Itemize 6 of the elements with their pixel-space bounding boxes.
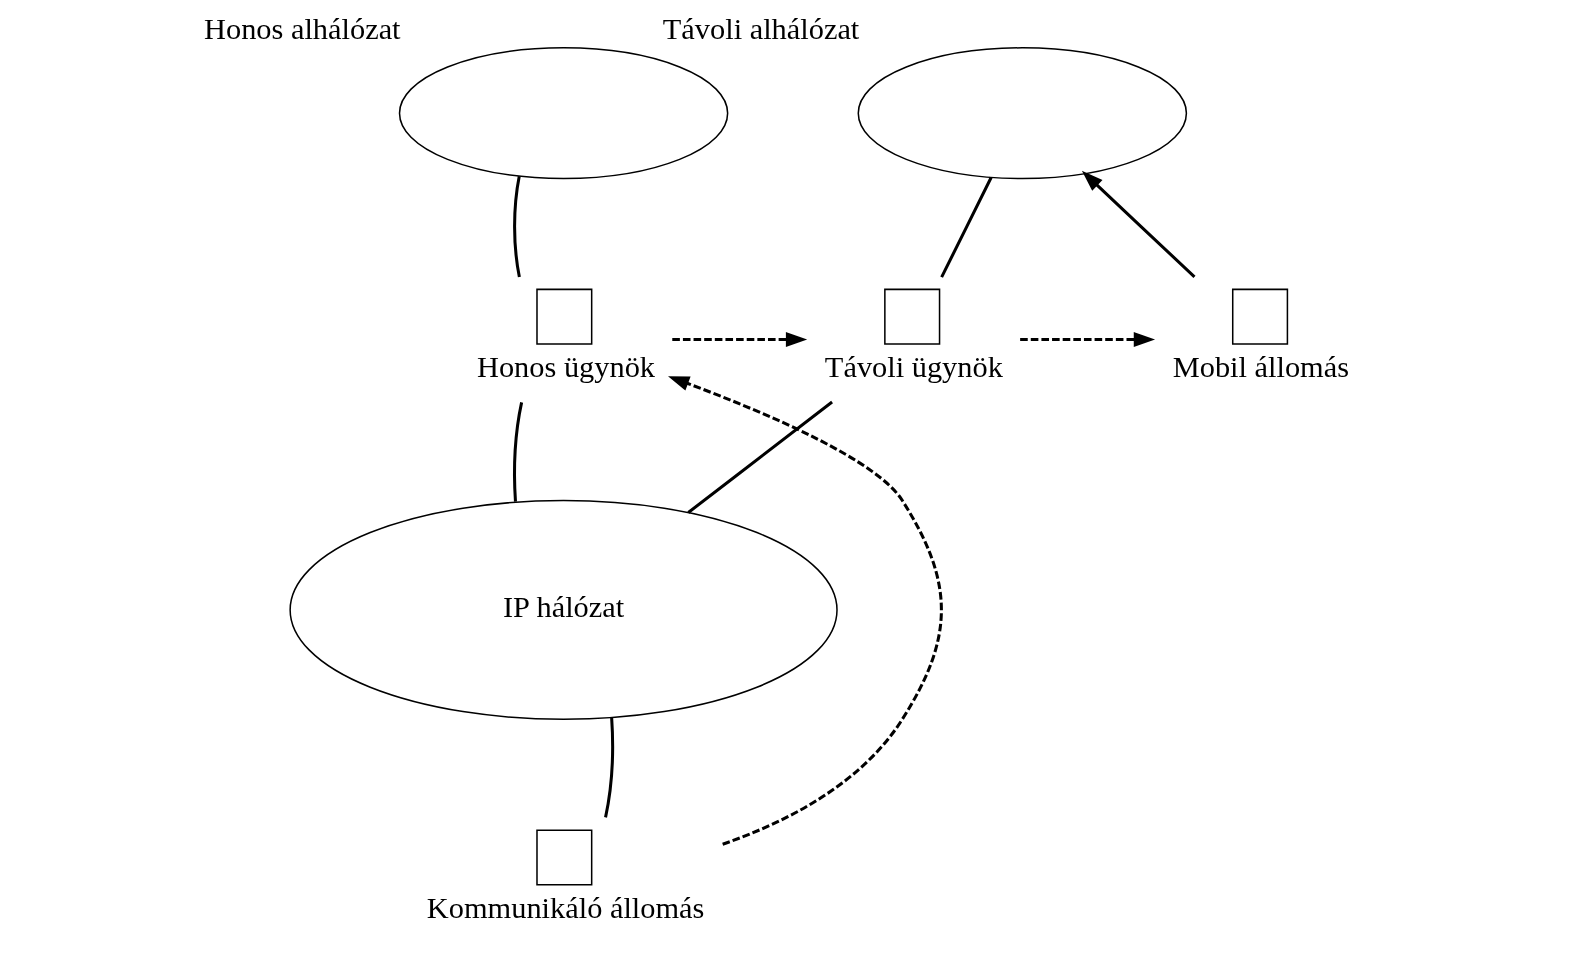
node-label: Távoli ügynök xyxy=(824,350,1003,385)
node-label: Honos alhálózat xyxy=(203,11,401,46)
node-label: Távoli alhálózat xyxy=(662,11,859,46)
node-label: Honos ügynök xyxy=(476,350,655,385)
node-label: Kommunikáló állomás xyxy=(426,891,704,926)
node-label: Mobil állomás xyxy=(1172,350,1349,385)
